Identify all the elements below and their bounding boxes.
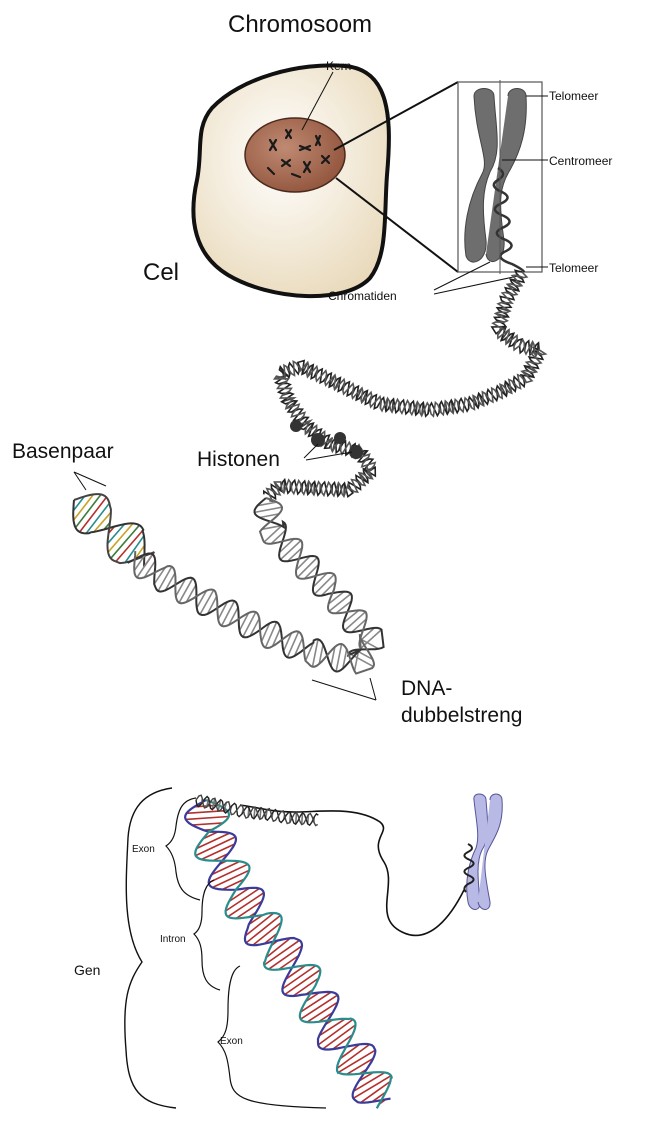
gene-helix-rung — [285, 970, 320, 995]
label-gen: Gen — [74, 962, 100, 978]
grey-helix-rung — [255, 507, 283, 512]
ladder-rung — [76, 494, 102, 527]
histone-3 — [334, 432, 346, 444]
brace-intron — [194, 880, 220, 990]
grey-helix-rung — [345, 612, 366, 631]
grey-helix-rung — [314, 574, 334, 594]
gene-strand — [240, 805, 464, 935]
label-basenpaar: Basenpaar — [12, 440, 114, 463]
dna-leader-2 — [370, 678, 376, 700]
histone-1 — [290, 420, 302, 432]
label-chromatiden: Chromatiden — [328, 289, 397, 303]
label-intron: Intron — [160, 934, 186, 945]
gene-helix-rung — [187, 811, 228, 814]
colored-dna-helix — [185, 795, 392, 1108]
label-telomeer-bottom: Telomeer — [549, 261, 598, 275]
label-telomeer-top: Telomeer — [549, 89, 598, 103]
label-dna-line2: dubbelstreng — [401, 704, 522, 727]
label-exon-bottom: Exon — [220, 1036, 243, 1047]
grey-helix-rung — [336, 644, 342, 672]
chromatin-fibre — [264, 270, 546, 501]
grey-helix-strand-b — [134, 498, 374, 674]
chromatiden-leader-2 — [434, 276, 518, 294]
cell: Kern Cel — [143, 59, 389, 296]
histonen-leader-2 — [306, 452, 352, 460]
grey-helix-rung — [281, 541, 302, 560]
ladder-rung — [80, 497, 107, 532]
label-centromeer: Centromeer — [549, 154, 612, 168]
label-kern: Kern — [326, 59, 351, 73]
coil-strand-b — [267, 272, 546, 501]
histone-2 — [311, 433, 325, 447]
gene-helix-strand-b — [195, 800, 392, 1108]
label-exon-top: Exon — [132, 844, 155, 855]
gene-helix-rung — [228, 893, 264, 917]
gene-helix-rung — [192, 823, 223, 825]
brace-gen — [125, 788, 176, 1108]
label-cel: Cel — [143, 259, 179, 286]
title-chromosoom: Chromosoom — [228, 11, 372, 38]
label-histonen: Histonen — [197, 448, 280, 471]
grey-helix-rung — [298, 558, 318, 578]
dna-double-helix — [128, 498, 384, 674]
histones: Histonen — [197, 420, 363, 471]
dna-leader-1 — [312, 680, 376, 700]
grey-helix-rung — [329, 594, 351, 612]
label-dna-line1: DNA- — [401, 677, 452, 700]
gene-diagram: Exon Intron Gen Exon — [74, 788, 502, 1108]
nucleus — [245, 118, 345, 192]
gene-helix-rung — [186, 817, 229, 820]
histonen-leader-1 — [304, 444, 318, 458]
